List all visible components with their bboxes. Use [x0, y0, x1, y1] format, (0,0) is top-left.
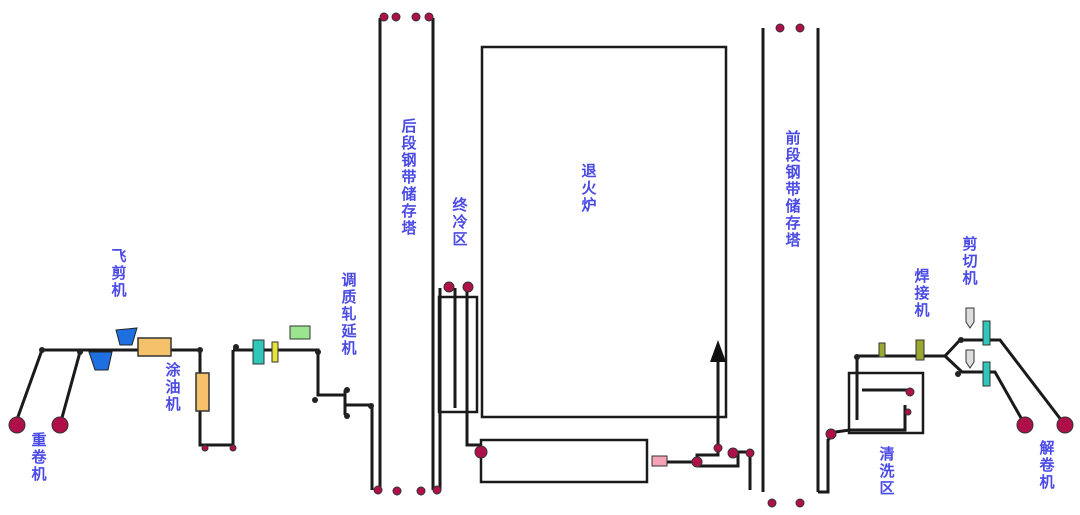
inspection-box-green [289, 325, 311, 340]
recoiler-coil-2 [51, 416, 69, 434]
label-annealing-furnace: 退火炉 [581, 162, 597, 214]
pink-unit [651, 455, 668, 467]
exit-looper-frame [378, 18, 435, 490]
label-cleaning: 清洗区 [879, 445, 895, 497]
label-temper-mill: 调质轧延机 [341, 271, 357, 357]
flow-arrow-icon [710, 340, 726, 362]
label-final-cooling: 终冷区 [452, 196, 468, 248]
label-oiler: 涂油机 [165, 361, 181, 413]
recoiler-coil-1 [8, 416, 26, 434]
welder-unit [915, 339, 925, 361]
tension-roll-teal [252, 339, 265, 365]
cleaning-section-box [847, 371, 925, 435]
heating-section-box [479, 438, 649, 484]
label-entry-looper: 前段钢带储存塔 [785, 129, 801, 249]
shear-roll-1 [982, 320, 991, 346]
label-welder: 焊接机 [914, 267, 930, 319]
uncoiler-coil-2 [1056, 416, 1074, 434]
welder-aux [878, 342, 886, 358]
tension-roll-yellow [271, 341, 279, 363]
flying-shear-lower-icon [88, 351, 113, 371]
shear-blade-1-icon [965, 307, 975, 329]
annealing-furnace-box [480, 45, 728, 419]
label-shear: 剪切机 [962, 235, 978, 287]
flying-shear-upper-icon [115, 327, 138, 346]
label-flying-shear: 飞剪机 [111, 247, 127, 299]
shear-blade-2-icon [965, 349, 975, 369]
oiler-roll-2 [195, 372, 210, 412]
label-exit-looper: 后段钢带储存塔 [401, 117, 417, 237]
final-cooling-box [437, 295, 479, 414]
label-uncoiler: 解卷机 [1039, 439, 1055, 491]
shear-roll-2 [982, 361, 991, 387]
oiler-roll-1 [137, 337, 172, 357]
uncoiler-coil-1 [1016, 416, 1034, 434]
label-recoiler: 重卷机 [31, 431, 47, 483]
